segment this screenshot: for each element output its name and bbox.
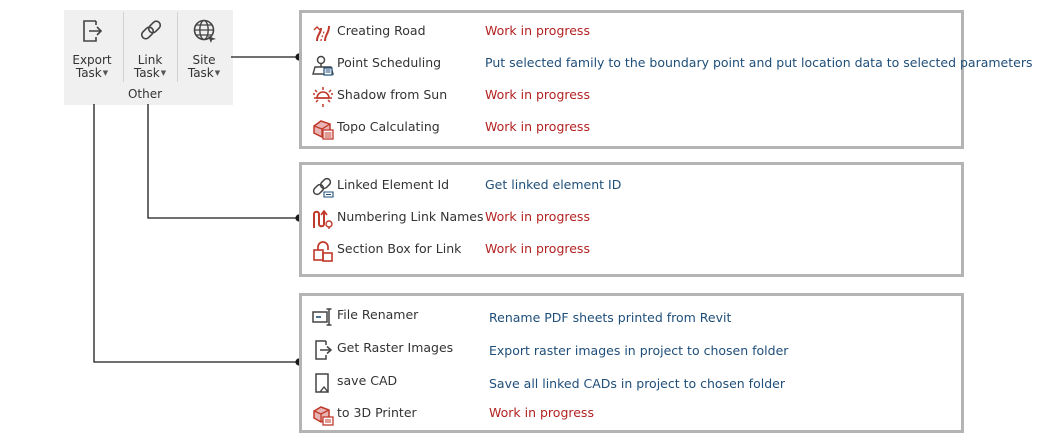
tool-name: Numbering Link Names	[337, 209, 484, 224]
link-task-line1: Link	[137, 53, 163, 67]
printer-3d-icon	[313, 406, 334, 426]
globe-icon	[193, 19, 216, 43]
topo-icon	[313, 120, 334, 140]
tool-description: Save all linked CADs in project to chose…	[489, 376, 785, 391]
tool-description: Work in progress	[485, 119, 590, 134]
file-renamer-icon	[312, 308, 332, 326]
tool-name: Creating Road	[337, 23, 426, 38]
connector-export-task	[93, 104, 299, 363]
link-icon	[140, 20, 162, 40]
export-task-panel: File Renamer Rename PDF sheets printed f…	[299, 293, 964, 433]
site-task-line2: Task	[187, 66, 214, 80]
tool-row-topo-calculating[interactable]: Topo Calculating Work in progress	[302, 113, 961, 143]
tool-description: Work in progress	[485, 209, 590, 224]
tool-description: Work in progress	[485, 87, 590, 102]
tool-name: Linked Element Id	[337, 177, 450, 192]
tool-row-file-renamer[interactable]: File Renamer Rename PDF sheets printed f…	[302, 301, 961, 331]
tool-name: save CAD	[337, 373, 398, 388]
dropdown-caret-icon: ▼	[160, 69, 167, 77]
save-cad-icon	[315, 373, 329, 393]
tool-row-to-3d-printer[interactable]: to 3D Printer Work in progress	[302, 399, 961, 429]
sun-icon	[313, 87, 333, 107]
ribbon-separator	[177, 12, 178, 82]
dropdown-caret-icon: ▼	[102, 69, 109, 77]
ribbon-separator	[123, 12, 124, 82]
tool-name: Topo Calculating	[337, 119, 440, 134]
tool-description: Work in progress	[485, 241, 590, 256]
tool-description: Get linked element ID	[485, 177, 622, 192]
tool-row-creating-road[interactable]: Creating Road Work in progress	[302, 17, 961, 47]
tool-row-get-raster-images[interactable]: Get Raster Images Export raster images i…	[302, 334, 961, 364]
tool-description: Put selected family to the boundary poin…	[485, 55, 1033, 70]
connector-link-task	[147, 104, 299, 219]
tool-row-point-scheduling[interactable]: Point Scheduling Put selected family to …	[302, 49, 1033, 79]
ribbon-group-label: Other	[127, 87, 163, 101]
section-box-icon	[313, 241, 333, 262]
site-task-line1: Site	[192, 53, 216, 67]
export-icon	[83, 20, 103, 42]
tool-description: Work in progress	[485, 23, 590, 38]
tool-name: Get Raster Images	[337, 340, 454, 355]
tool-row-linked-element-id[interactable]: Linked Element Id Get linked element ID	[302, 171, 961, 201]
export-task-line2: Task	[75, 66, 102, 80]
tool-description: Export raster images in project to chose…	[489, 343, 789, 358]
tool-description: Rename PDF sheets printed from Revit	[489, 310, 732, 325]
export-task-line1: Export	[72, 53, 112, 67]
tool-name: Shadow from Sun	[337, 87, 448, 102]
tool-row-section-box-for-link[interactable]: Section Box for Link Work in progress	[302, 235, 961, 265]
linked-element-icon	[312, 177, 334, 198]
tool-name: File Renamer	[337, 307, 419, 322]
point-scheduling-icon	[312, 55, 334, 76]
numbering-icon	[313, 209, 333, 229]
tool-row-numbering-link-names[interactable]: Numbering Link Names Work in progress	[302, 203, 961, 233]
dropdown-caret-icon: ▼	[214, 69, 221, 77]
tool-row-save-cad[interactable]: save CAD Save all linked CADs in project…	[302, 367, 961, 397]
tool-row-shadow-from-sun[interactable]: Shadow from Sun Work in progress	[302, 81, 961, 111]
tool-name: to 3D Printer	[337, 405, 417, 420]
tool-description: Work in progress	[489, 405, 594, 420]
site-task-panel: Creating Road Work in progress Point Sch…	[299, 10, 1033, 149]
road-icon	[313, 25, 330, 42]
raster-export-icon	[315, 340, 333, 360]
link-task-panel: Linked Element Id Get linked element ID …	[299, 162, 964, 277]
link-task-line2: Task	[133, 66, 160, 80]
tool-name: Point Scheduling	[337, 55, 442, 70]
tool-name: Section Box for Link	[337, 241, 462, 256]
